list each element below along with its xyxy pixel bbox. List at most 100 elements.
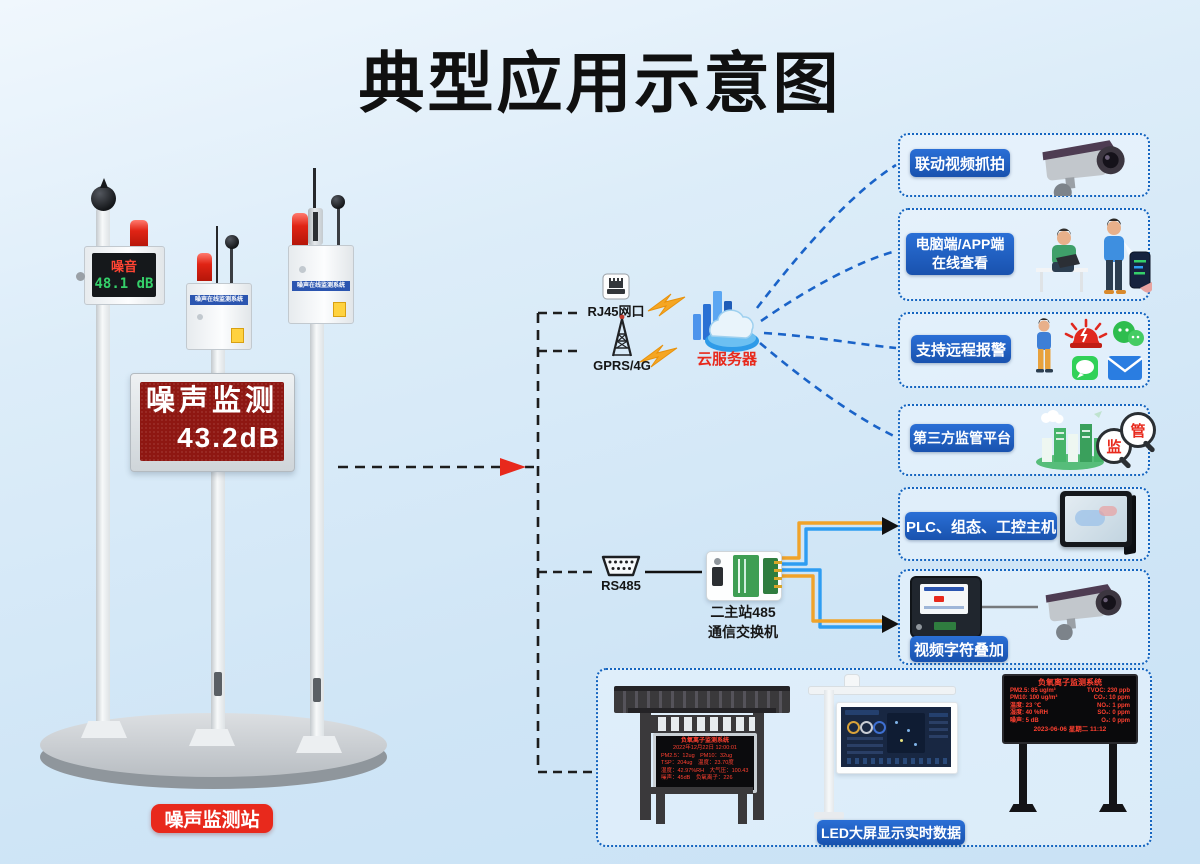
- led-foot: [1009, 804, 1037, 812]
- wire-blue-up: [779, 527, 882, 566]
- wire-yellow-down: [779, 574, 882, 623]
- door-handle: [197, 314, 203, 320]
- magnifier-char1: 监: [1106, 438, 1122, 456]
- microphone-stick: [337, 208, 340, 245]
- cloud-server-icon: [693, 291, 759, 352]
- cloud-curve-4: [759, 342, 897, 439]
- led-screen-title: 负氧离子监测系统: [1038, 678, 1102, 687]
- mini-display-screen: 噪音 48.1 dB: [92, 253, 156, 297]
- monitor-screen: [1065, 496, 1127, 542]
- warning-sticker: [231, 328, 244, 343]
- dashboard-display: [806, 670, 958, 820]
- pavilion-screen: 负氧离子监测系统 2022年12月22日 12:00:01 PM2.5：12ug…: [653, 733, 757, 793]
- microphone-icon: [91, 186, 116, 211]
- station-pole: [96, 208, 110, 735]
- overlay-pill: 视频字符叠加: [910, 636, 1008, 662]
- dash-dot: [895, 721, 898, 724]
- pole-slot: [214, 672, 222, 696]
- cctv-camera-icon: [1045, 584, 1122, 640]
- screen-graphic: [1075, 510, 1105, 526]
- alarm-beacon-icon: [292, 213, 308, 248]
- wire-blue-down: [779, 568, 882, 629]
- terminal-pin: [774, 569, 782, 572]
- cctv-camera-icon: [1042, 140, 1125, 196]
- monitor-cabinet: 噪声在线监测系统: [186, 283, 252, 350]
- cloud-curve-2: [760, 249, 897, 323]
- switch-terminal-block: [763, 558, 782, 594]
- cylinder-slot: [313, 212, 318, 241]
- dash-line: [929, 735, 948, 738]
- device-screw: [916, 624, 922, 630]
- magnifier-char2: 管: [1130, 422, 1146, 440]
- page-title: 典型应用示意图: [358, 46, 842, 120]
- led-pole: [1109, 736, 1117, 806]
- led-row-right: TVOC: 230 ppb: [1086, 688, 1130, 694]
- pavilion-screen-line: 湿度：42.97%RH 大气压：100.43: [661, 767, 749, 774]
- rs485-connector-icon: [601, 555, 641, 577]
- dash-line: [929, 713, 948, 717]
- billboard-screen: 噪声监测 43.2dB: [140, 382, 284, 461]
- pole-slot: [313, 678, 321, 702]
- led-row-right: SO₂: 0 ppm: [1097, 710, 1130, 717]
- cloud-label: 云服务器: [696, 351, 757, 368]
- mini-display-value: 48.1 dB: [94, 275, 154, 292]
- cabinet-banner: 噪声在线监测系统: [292, 281, 350, 291]
- dash-ring: [847, 721, 860, 734]
- online-view-line1: 电脑端/APP端: [915, 236, 1005, 252]
- led-screen-footer: 2023-06-06 星期二 11:12: [1033, 726, 1107, 734]
- device-led: [934, 596, 944, 602]
- alarm-beacon-icon: [197, 253, 212, 284]
- dash-line: [847, 744, 883, 747]
- rs485-label: RS485: [601, 578, 641, 593]
- lightning-icon: [639, 344, 678, 368]
- lightning-icon: [647, 293, 686, 317]
- display-frame: [836, 702, 958, 774]
- display-knob: [76, 272, 85, 281]
- terminal-pin: [774, 577, 782, 580]
- dash-dot: [914, 743, 917, 746]
- led-row-left: 湿度: 40 %RH: [1010, 710, 1049, 717]
- pavilion-leg: [738, 794, 747, 824]
- rs485-switch-device: [706, 551, 782, 601]
- billboard-line2: 43.2dB: [177, 422, 281, 453]
- led-pole: [1019, 736, 1027, 806]
- mini-display-label: 噪音: [110, 258, 137, 274]
- pole-base: [81, 721, 127, 738]
- magnifier-icon: 管: [1120, 412, 1156, 448]
- dash-line: [847, 751, 883, 754]
- terminal-pin: [774, 561, 782, 564]
- led-row-left: 温度: 23 ℃: [1010, 702, 1042, 709]
- switch-label-panel: [733, 555, 759, 597]
- device-label-line: [924, 606, 964, 609]
- terminal-pin: [774, 585, 782, 588]
- switch-label: 二主站485 通信交换机: [690, 602, 796, 642]
- people-online-illustration: [1036, 218, 1152, 294]
- online-view-pill: 电脑端/APP端 在线查看: [906, 233, 1014, 275]
- pavilion-leg: [656, 794, 665, 824]
- cloud-curve-1: [755, 163, 897, 309]
- dash-ring: [860, 721, 873, 734]
- gprs-tower-icon: [611, 314, 633, 357]
- alarm-icons-illustration: [1036, 318, 1144, 380]
- led-row-right: CO₂: 10 ppm: [1093, 695, 1130, 702]
- dash-ring: [873, 721, 886, 734]
- plc-pill: PLC、组态、工控主机: [905, 512, 1057, 540]
- billboard-line1: 噪声监测: [145, 385, 278, 417]
- display-top-bar: [808, 686, 956, 695]
- dash-dot: [907, 729, 910, 732]
- dash-line: [929, 721, 948, 724]
- pavilion-screen-line: PM2.5：12ug PM10：32ug: [661, 752, 733, 759]
- pole-base: [189, 729, 235, 746]
- device-terminal: [934, 622, 956, 630]
- led-row-left: PM10: 100 ug/m³: [1010, 695, 1058, 702]
- led-area-pill: LED大屏显示实时数据: [817, 820, 965, 845]
- pavilion-post: [640, 713, 651, 820]
- device-label-panel: [920, 584, 968, 614]
- third-party-pill: 第三方监管平台: [910, 424, 1014, 452]
- rj45-port-icon: [602, 273, 630, 300]
- screen-graphic: [1099, 506, 1117, 516]
- pavilion-screen-line: 2022年12月22日 12:00:01: [673, 745, 737, 751]
